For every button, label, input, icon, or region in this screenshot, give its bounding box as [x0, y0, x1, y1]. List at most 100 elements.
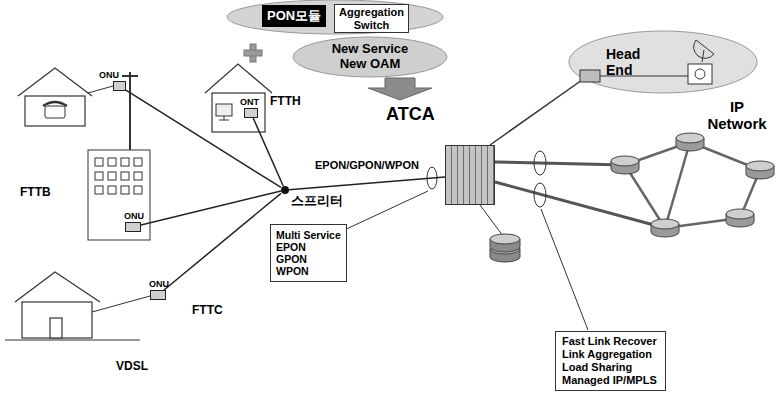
router-icon [726, 209, 754, 219]
router-icon [726, 209, 754, 227]
leader-line [340, 191, 428, 232]
caption-label: VDSL [116, 360, 148, 374]
module-box: PON모듈 [262, 5, 326, 27]
receiver-box [688, 64, 712, 84]
network-link [665, 142, 690, 228]
house-outline [205, 64, 272, 132]
switch-box: Aggregation Switch [334, 4, 409, 33]
onu-box: ONU [125, 222, 141, 232]
building-outline [134, 158, 142, 166]
house-outline [15, 272, 100, 338]
node-text: PON모듈 [267, 9, 321, 24]
node-heading: ONU [99, 70, 119, 80]
node-text: Multi Service [276, 229, 341, 241]
building-outline [121, 186, 129, 194]
plus-sign [244, 50, 262, 56]
atca-chassis: ATCA [445, 145, 495, 205]
feature-note: Fast Link Recover Link Aggregation Load … [555, 331, 666, 391]
leader-line [340, 191, 428, 232]
fiber-connector [253, 118, 283, 186]
caption-label: FTTH [270, 95, 301, 109]
caption-label: FTTB [20, 186, 51, 200]
node-heading: ONT [240, 97, 259, 107]
router-icon [651, 219, 679, 237]
house-outline [18, 68, 92, 126]
building-outline [134, 172, 142, 180]
router-icon [676, 133, 704, 151]
leader-line [541, 209, 588, 330]
fiber-connector [164, 193, 281, 290]
plus-sign [244, 44, 262, 62]
router-icon [611, 156, 639, 166]
headend-device [580, 70, 600, 82]
drop-wire [88, 86, 113, 93]
dish-stand [702, 50, 704, 62]
node-heading: ONU [149, 279, 169, 289]
headend-link [490, 80, 582, 145]
headend-ellipse: Head End [568, 30, 758, 94]
building-outline [95, 158, 103, 166]
storage-icon [490, 234, 520, 262]
fiber-connector [126, 90, 281, 187]
ellipse-outline [568, 30, 758, 94]
caption-label: FTTC [192, 304, 223, 318]
down-arrow [368, 78, 432, 100]
building-outline [108, 158, 116, 166]
headend-link [490, 80, 582, 145]
ellipse-content: New Service New OAM [292, 36, 448, 78]
ellipse-shape [569, 31, 757, 93]
node-text: Head End [606, 46, 643, 78]
receiver-dial [695, 69, 705, 79]
drop-wire [92, 296, 150, 312]
house-outline [25, 96, 85, 126]
building-outline [95, 172, 103, 180]
building-outline [108, 172, 116, 180]
router-icon [676, 133, 704, 143]
node-text: EPON GPON WPON [276, 241, 311, 277]
phone-icon [43, 102, 67, 118]
caption-label: IP Network [706, 98, 768, 133]
top-ellipse [227, 0, 443, 34]
node-heading: ATCA [386, 104, 435, 125]
building-outline [108, 186, 116, 194]
link-ring [534, 151, 546, 175]
phone-icon [45, 106, 65, 118]
network-link [495, 162, 665, 228]
utility-pole [122, 75, 138, 77]
node-text: New Service New OAM [331, 42, 410, 72]
building-outline [88, 150, 150, 240]
router-icon [651, 219, 679, 229]
node-heading: ONU [124, 211, 144, 221]
house-outline [15, 272, 100, 302]
ellipse-shape [293, 37, 447, 77]
network-link [495, 162, 625, 165]
house-outline [205, 64, 272, 93]
building-outline [95, 186, 103, 194]
storage-link [480, 205, 503, 236]
drop-wire [88, 86, 113, 93]
house-outline [22, 302, 92, 338]
ground-line [5, 340, 140, 341]
link-ring [534, 183, 546, 207]
router-icon [746, 161, 774, 171]
ellipse-content: Head End [568, 30, 758, 94]
router-icon [746, 161, 774, 179]
monitor-icon [216, 104, 232, 116]
network-link [625, 142, 760, 228]
router-icon [611, 156, 639, 174]
monitor-icon [216, 104, 232, 120]
onu-box: ONU [150, 290, 166, 300]
ground-line [5, 340, 140, 341]
dish-shape [694, 40, 714, 58]
storage-icon [490, 234, 520, 244]
leader-line [541, 209, 588, 330]
network-link [625, 165, 665, 228]
phone-icon [43, 102, 67, 106]
fiber-connector [289, 177, 445, 190]
satellite-dish [694, 40, 714, 62]
service-ellipse: New Service New OAM [292, 36, 448, 78]
storage-link [480, 205, 503, 236]
ont-box: ONT [244, 108, 258, 118]
service-note: Multi ServiceEPON GPON WPON [270, 224, 347, 282]
